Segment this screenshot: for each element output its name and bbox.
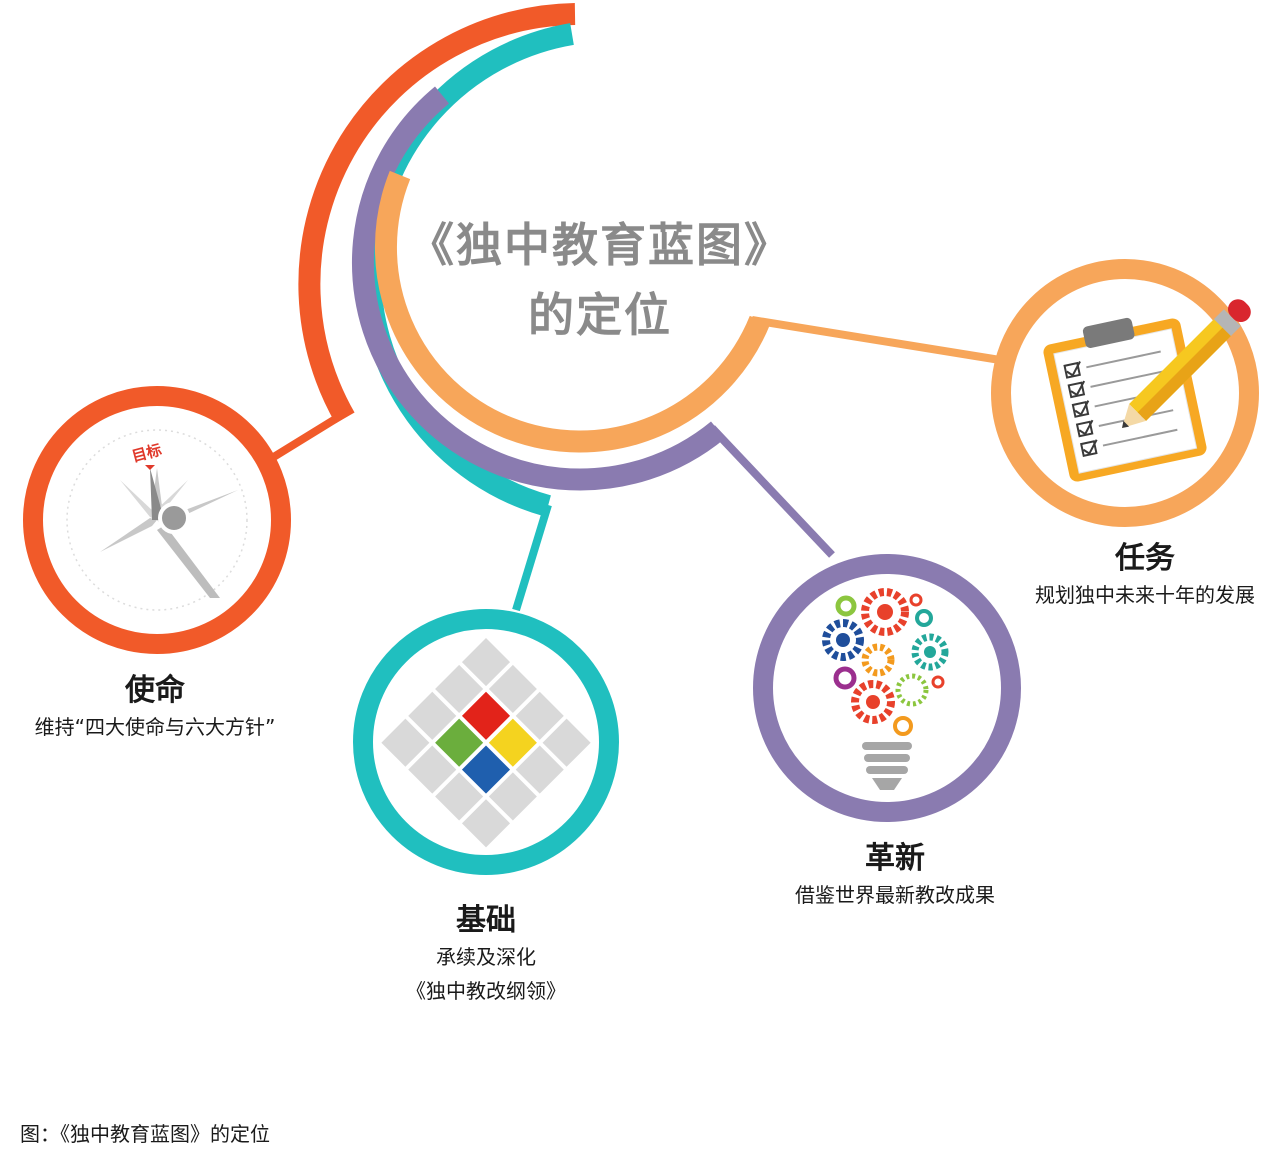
hub-title-line2: 的定位 xyxy=(528,288,672,342)
foundation-desc-line2: 《独中教改纲领》 xyxy=(406,979,566,1003)
task-title: 任务 xyxy=(1115,541,1175,576)
innovation-label: 革新 借鉴世界最新教改成果 xyxy=(760,840,1030,912)
hub-arc-purple xyxy=(352,86,725,491)
mission-title: 使命 xyxy=(125,673,185,708)
connector-foundation xyxy=(512,503,552,612)
hub-arc-red xyxy=(298,3,576,424)
innovation-title: 革新 xyxy=(865,841,925,876)
task-desc: 规划独中未来十年的发展 xyxy=(1035,583,1255,607)
mission-label: 使命 维持“四大使命与六大方针” xyxy=(0,672,310,744)
innovation-desc: 借鉴世界最新教改成果 xyxy=(795,883,995,907)
connector-innovation xyxy=(709,425,835,558)
foundation-title: 基础 xyxy=(456,903,516,938)
clipboard-pencil-icon xyxy=(1043,299,1251,482)
task-label: 任务 规划独中未来十年的发展 xyxy=(1010,540,1280,612)
hub-arcs xyxy=(298,3,771,517)
mission-desc: 维持“四大使命与六大方针” xyxy=(34,715,276,739)
gear-bulb-icon xyxy=(822,588,949,790)
hub-title-line1: 《独中教育蓝图》 xyxy=(408,218,792,272)
puzzle-icon xyxy=(377,633,595,852)
compass-icon: 目标 xyxy=(66,429,248,611)
foundation-desc-line1: 承续及深化 xyxy=(436,945,536,969)
hub-arc-orange xyxy=(375,170,771,453)
foundation-label: 基础 承续及深化 《独中教改纲领》 xyxy=(386,902,586,1008)
figure-caption: 图：《独中教育蓝图》的定位 xyxy=(20,1122,270,1146)
hub-title: 《独中教育蓝图》 的定位 xyxy=(380,210,820,350)
connector-task xyxy=(751,316,1001,364)
